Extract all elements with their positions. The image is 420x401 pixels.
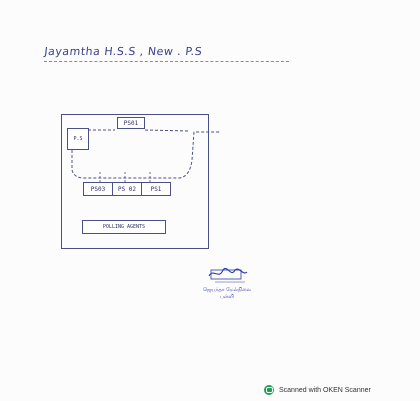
scanner-footer: Scanned with OKEN Scanner	[264, 385, 371, 395]
booth-box-corner: P.S	[67, 128, 89, 150]
signature-mark	[208, 268, 248, 283]
heading-underline	[44, 61, 289, 63]
booth-row-cell: PS1	[141, 183, 170, 195]
booth-box-top: PS01	[117, 117, 145, 129]
booth-row-cell: PS03	[90, 185, 106, 193]
booth-row-cell: PS 02	[112, 183, 141, 195]
booth-row: PS03 PS 02 PS1	[83, 182, 171, 196]
seal-line: பள்ளி	[220, 294, 234, 300]
floor-plan-outline	[61, 114, 209, 249]
polling-agents-box: POLLING AGENTS	[82, 220, 166, 234]
scanner-logo-icon	[264, 385, 274, 395]
scanner-footer-text: Scanned with OKEN Scanner	[279, 386, 371, 394]
school-seal-text: ஜெயந்தா மேல்நிலை பள்ளி	[182, 287, 272, 301]
seal-line: ஜெயந்தா மேல்நிலை	[203, 287, 251, 293]
